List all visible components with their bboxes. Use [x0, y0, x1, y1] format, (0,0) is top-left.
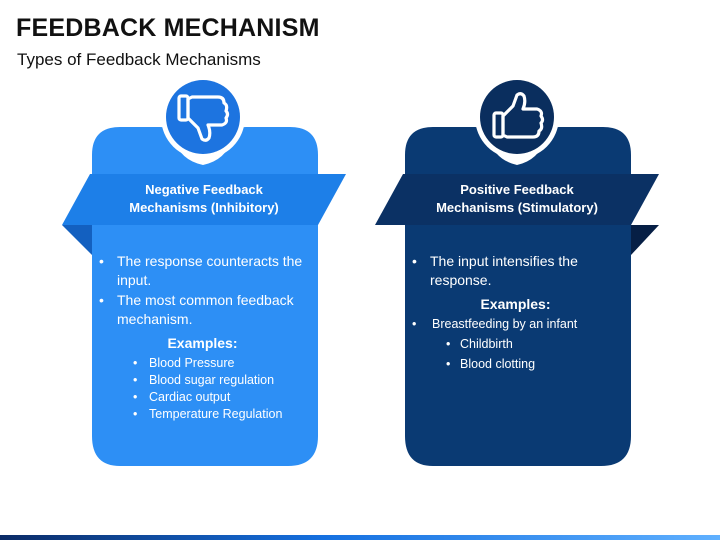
positive-heading-line2: Mechanisms (Stimulatory) — [436, 200, 598, 215]
positive-examples-list: Breastfeeding by an infant — [408, 316, 623, 333]
positive-heading: Positive Feedback Mechanisms (Stimulator… — [402, 181, 632, 217]
negative-ribbon-fold — [62, 225, 92, 255]
thumbs-down-icon — [177, 94, 230, 142]
list-item: Blood sugar regulation — [95, 372, 310, 389]
list-item: Breastfeeding by an infant — [408, 316, 623, 333]
thumbs-up-icon — [492, 92, 545, 139]
negative-examples-list: Blood Pressure Blood sugar regulation Ca… — [95, 355, 310, 423]
negative-ribbon — [62, 174, 346, 225]
negative-examples-title: Examples: — [167, 335, 238, 351]
negative-bullet-list: The response counteracts the input. The … — [95, 252, 310, 329]
positive-bullet-list: The input intensifies the response. — [408, 252, 623, 290]
negative-card-body: The response counteracts the input. The … — [95, 252, 310, 423]
negative-heading: Negative Feedback Mechanisms (Inhibitory… — [89, 181, 319, 217]
positive-heading-line1: Positive Feedback — [460, 182, 574, 197]
negative-icon-disc — [166, 80, 240, 154]
negative-heading-line2: Mechanisms (Inhibitory) — [129, 200, 279, 215]
list-item: Childbirth — [408, 336, 623, 353]
positive-ribbon-fold — [631, 225, 659, 255]
list-item: The input intensifies the response. — [408, 252, 623, 290]
list-item: Blood Pressure — [95, 355, 310, 372]
page-subtitle: Types of Feedback Mechanisms — [17, 50, 261, 69]
negative-heading-line1: Negative Feedback — [145, 182, 263, 197]
list-item: Blood clotting — [408, 356, 623, 373]
positive-ribbon — [375, 174, 659, 225]
list-item: Cardiac output — [95, 389, 310, 406]
list-item: The response counteracts the input. — [95, 252, 310, 290]
positive-examples-title: Examples: — [480, 296, 551, 312]
positive-examples-sublist: Childbirth Blood clotting — [408, 336, 623, 373]
bottom-accent-bar — [0, 535, 720, 540]
list-item: Temperature Regulation — [95, 406, 310, 423]
list-item: The most common feedback mechanism. — [95, 291, 310, 329]
page-title: FEEDBACK MECHANISM — [16, 14, 320, 42]
positive-card-body: The input intensifies the response. Exam… — [408, 252, 623, 373]
